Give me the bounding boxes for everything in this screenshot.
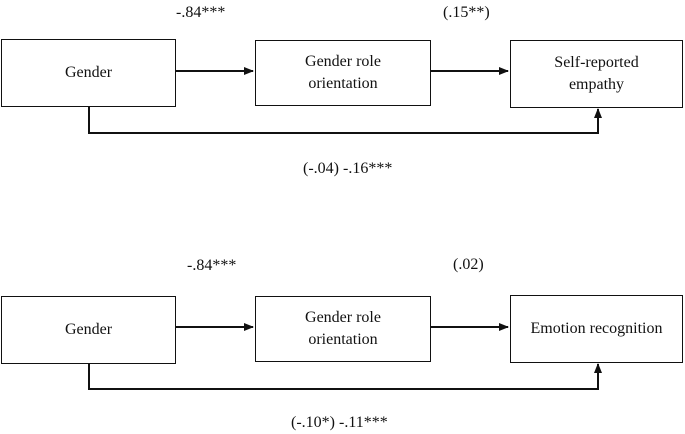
panel-1-coefficient-a: -.84*** [176, 4, 226, 21]
panel-1-outcome-node: Self-reported empathy [510, 40, 683, 108]
panel-2-path-c-arrow [88, 362, 602, 390]
panel-1-coefficient-c: (-.04) -.16*** [303, 160, 393, 177]
panel-2-gender-role-label: Gender role orientation [305, 309, 381, 348]
panel-1-path-c-arrow [88, 106, 602, 134]
panel-2-coefficient-a: -.84*** [187, 257, 237, 274]
panel-2-gender-node: Gender [1, 296, 176, 364]
panel-1-gender-node: Gender [1, 39, 176, 107]
panel-2-outcome-label: Emotion recognition [530, 320, 663, 337]
panel-2-outcome-node: Emotion recognition [510, 295, 683, 363]
panel-2-coefficient-b: (.02) [453, 256, 484, 273]
panel-1-coefficient-b: (.15**) [443, 4, 490, 21]
panel-2-coefficient-c: (-.10*) -.11*** [291, 414, 388, 431]
panel-1-gender-role-label: Gender role orientation [305, 53, 381, 92]
panel-2-gender-role-node: Gender role orientation [255, 296, 431, 362]
panel-1-outcome-label: Self-reported empathy [554, 54, 639, 93]
panel-2-gender-label: Gender [64, 321, 113, 338]
panel-1-gender-role-node: Gender role orientation [255, 40, 431, 106]
panel-1-gender-label: Gender [64, 64, 113, 81]
